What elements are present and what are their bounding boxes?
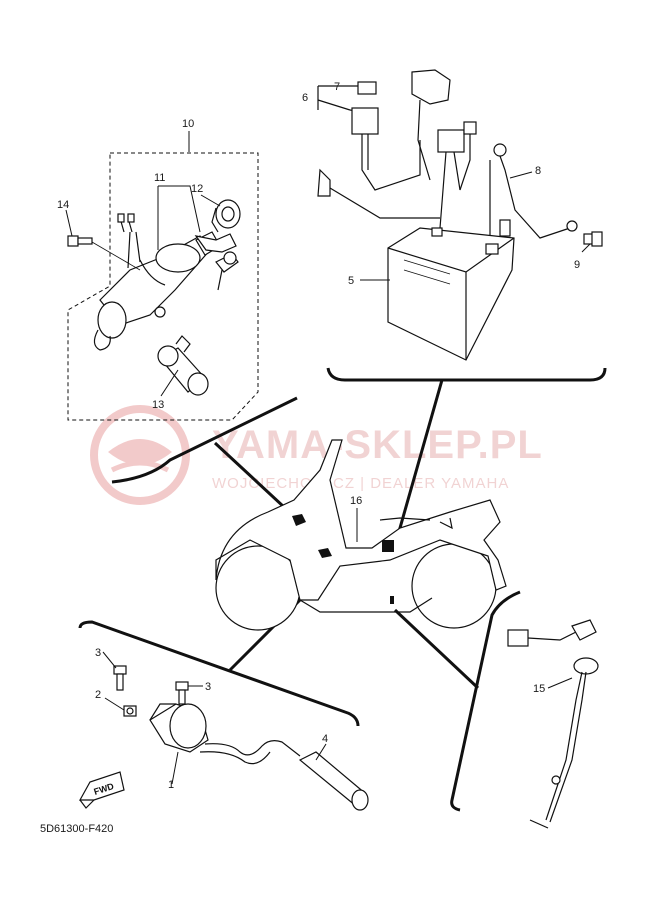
watermark-subtitle: WOJCIECHOWICZ | DEALER YAMAHA (212, 475, 509, 492)
bolt-9 (583, 231, 603, 247)
bolt-3-right (175, 681, 189, 705)
callout-9: 9 (574, 259, 580, 271)
watermark-title: YAMA-SKLEP.PL (212, 423, 543, 467)
battery-lead (489, 143, 578, 250)
fwd-arrow-icon: FWD (78, 771, 125, 809)
callout-5: 5 (348, 275, 354, 287)
callout-16: 16 (350, 495, 362, 507)
ignition-coil (149, 703, 301, 765)
bracket-ignition-group (111, 396, 298, 484)
callout-4: 4 (322, 733, 328, 745)
callout-3-left: 3 (95, 647, 101, 659)
callout-3-right: 3 (205, 681, 211, 693)
callout-11-leader (157, 185, 201, 250)
callout-1: 1 (168, 779, 174, 791)
bracket-sensor-group (450, 590, 521, 812)
spark-plug-cap (298, 751, 369, 811)
key-icon (194, 233, 239, 291)
screw-14 (67, 235, 93, 247)
callout-14: 14 (57, 199, 69, 211)
callout-12: 12 (191, 183, 203, 195)
nut-2 (123, 705, 137, 717)
seat-lock (157, 335, 209, 396)
group-brackets (78, 367, 607, 812)
sensor (507, 619, 599, 829)
bracket-coil-group (78, 620, 360, 727)
callout-15: 15 (533, 683, 545, 695)
callout-numbers: 1 2 3 3 4 5 6 7 8 9 10 11 12 13 14 15 16 (57, 81, 580, 791)
battery (387, 227, 515, 361)
callout-11: 11 (154, 172, 165, 184)
callout-8: 8 (535, 165, 541, 177)
fuse-harness (317, 69, 477, 229)
watermark-logo-icon (90, 405, 190, 505)
motorcycle-outline (215, 439, 507, 631)
watermark: YAMA-SKLEP.PL WOJCIECHOWICZ | DEALER YAM… (90, 405, 543, 505)
bracket-battery-group (326, 367, 607, 382)
bolt-3-left (113, 665, 127, 691)
callout-2: 2 (95, 689, 101, 701)
callout-13: 13 (152, 399, 164, 411)
callout-7: 7 (334, 81, 340, 93)
callout-10: 10 (182, 118, 194, 130)
key-cylinder (211, 199, 241, 233)
ignition-switch (93, 213, 221, 351)
bike-component-marks (292, 514, 394, 604)
callout-6: 6 (302, 92, 308, 104)
ignition-dashed-frame (67, 152, 259, 421)
diagram-code: 5D61300-F420 (40, 823, 113, 835)
